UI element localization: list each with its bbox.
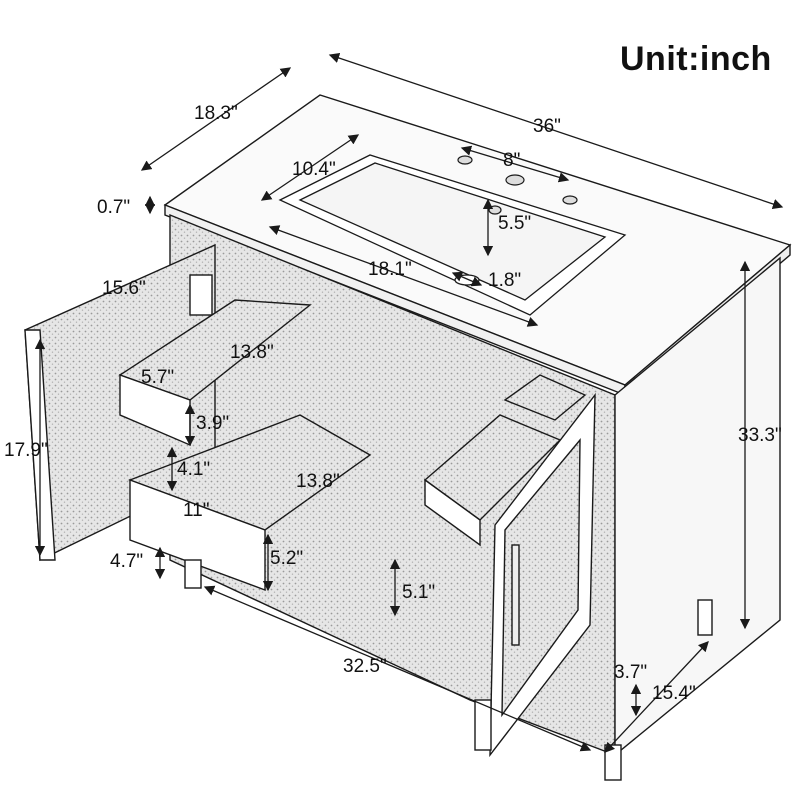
dim-drawer-width-lower: 11" — [183, 500, 210, 521]
dim-basin-length: 18.1" — [368, 259, 412, 280]
dim-drawer-depth-upper: 13.8" — [230, 342, 274, 363]
dim-overall-height: 33.3" — [738, 425, 782, 446]
handle-icon — [511, 544, 520, 646]
dim-shelf-gap: 4.1" — [177, 459, 211, 480]
drain-icon — [454, 274, 480, 286]
dim-drawer-width-upper: 5.7" — [141, 367, 175, 388]
dim-base-depth: 15.4" — [652, 683, 696, 704]
dim-depth-top: 18.3" — [194, 103, 238, 124]
dim-base-width: 32.5" — [343, 656, 387, 677]
dimension-lines — [34, 52, 784, 753]
dim-door-width: 15.6" — [102, 278, 146, 299]
unit-title: Unit:inch — [620, 40, 772, 78]
right-drawer — [423, 374, 587, 547]
dim-faucet-spacing: 8" — [503, 150, 521, 171]
dim-faucet-to-basin: 5.5" — [498, 213, 532, 234]
dim-inner-height: 5.1" — [402, 582, 436, 603]
dim-drawer-depth-lower: 13.8" — [296, 471, 340, 492]
dim-basin-width: 10.4" — [292, 159, 336, 180]
dim-width-top: 36" — [533, 116, 561, 137]
dim-leg-height-right: 3.7" — [614, 662, 648, 683]
dim-drawer-height-upper: 3.9" — [196, 413, 230, 434]
dim-drawer-height-lower: 5.2" — [270, 548, 304, 569]
dim-drain: 1.8" — [488, 270, 522, 291]
dim-top-thickness: 0.7" — [97, 197, 131, 218]
dim-leg-height: 4.7" — [110, 551, 144, 572]
dim-door-height: 17.9" — [4, 440, 48, 461]
